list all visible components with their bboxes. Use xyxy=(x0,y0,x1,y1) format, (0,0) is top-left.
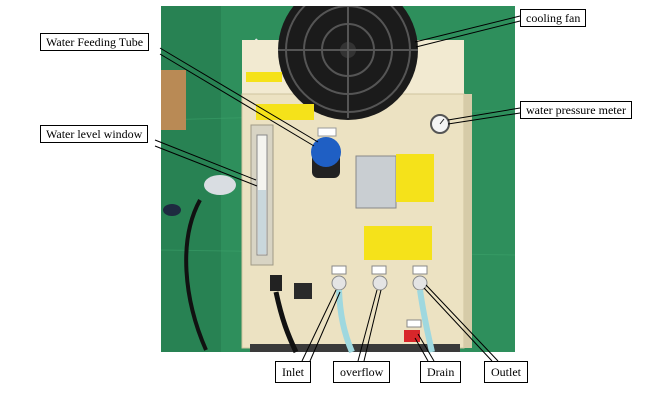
power-switch xyxy=(270,275,282,291)
leader-line-drain xyxy=(417,333,435,362)
water-level-fill xyxy=(258,190,266,254)
label-cooling-fan: cooling fan xyxy=(520,9,587,27)
leader-line-pressure xyxy=(447,107,521,121)
leader-line-feeding-tube xyxy=(159,47,319,143)
power-socket xyxy=(294,283,312,299)
label-drain: Drain xyxy=(420,361,462,383)
drain-tag xyxy=(406,319,422,328)
drain-valve xyxy=(404,330,420,342)
leader-line-inlet xyxy=(309,291,341,362)
power-cable-front xyxy=(273,291,299,354)
chiller-cabinet-front xyxy=(241,93,465,349)
chiller-cabinet-side xyxy=(464,94,472,348)
cardboard-box xyxy=(161,70,186,130)
leader-line-fan xyxy=(414,15,521,43)
inlet-port xyxy=(331,275,347,291)
outlet-tag xyxy=(412,265,428,275)
overflow-port xyxy=(372,275,388,291)
power-cable xyxy=(184,199,208,351)
leader-line-overflow xyxy=(357,289,378,362)
label-water-pressure-meter: water pressure meter xyxy=(520,101,632,119)
feed-small-label xyxy=(317,127,337,137)
label-water-level-window: Water level window xyxy=(40,125,149,143)
leader-line-fan xyxy=(415,20,521,48)
cabinet-base xyxy=(250,344,460,352)
top-warning-label xyxy=(256,104,314,120)
outlet-port xyxy=(412,275,428,291)
leader-line-pressure xyxy=(447,112,521,125)
floor-clutter xyxy=(204,175,236,195)
leader-line-drain xyxy=(414,337,429,362)
gauge-needle xyxy=(439,118,445,125)
outlet-hose xyxy=(417,289,435,353)
photo-top-mask xyxy=(161,0,515,6)
label-overflow: overflow xyxy=(333,361,391,383)
leader-line-outlet xyxy=(423,287,493,362)
overflow-tag xyxy=(371,265,387,275)
inlet-tag xyxy=(331,265,347,275)
floor-wheel xyxy=(163,204,181,216)
leader-line-level-window xyxy=(154,139,257,181)
spec-plate xyxy=(355,155,397,209)
label-water-feeding-tube: Water Feeding Tube xyxy=(40,33,150,51)
leader-line-outlet xyxy=(425,284,499,362)
leader-line-feeding-tube xyxy=(159,53,315,147)
leader-lines xyxy=(154,15,521,362)
label-inlet: Inlet xyxy=(275,361,311,383)
yellow-warning-label xyxy=(396,154,434,202)
small-sticker xyxy=(246,72,282,82)
leader-line-overflow xyxy=(363,289,382,362)
leader-line-level-window xyxy=(154,145,258,187)
water-feeding-cap xyxy=(311,137,341,167)
yellow-instruction-label xyxy=(364,226,432,260)
leader-line-inlet xyxy=(301,289,337,362)
label-outlet: Outlet xyxy=(484,361,528,383)
inlet-hose xyxy=(336,289,355,354)
